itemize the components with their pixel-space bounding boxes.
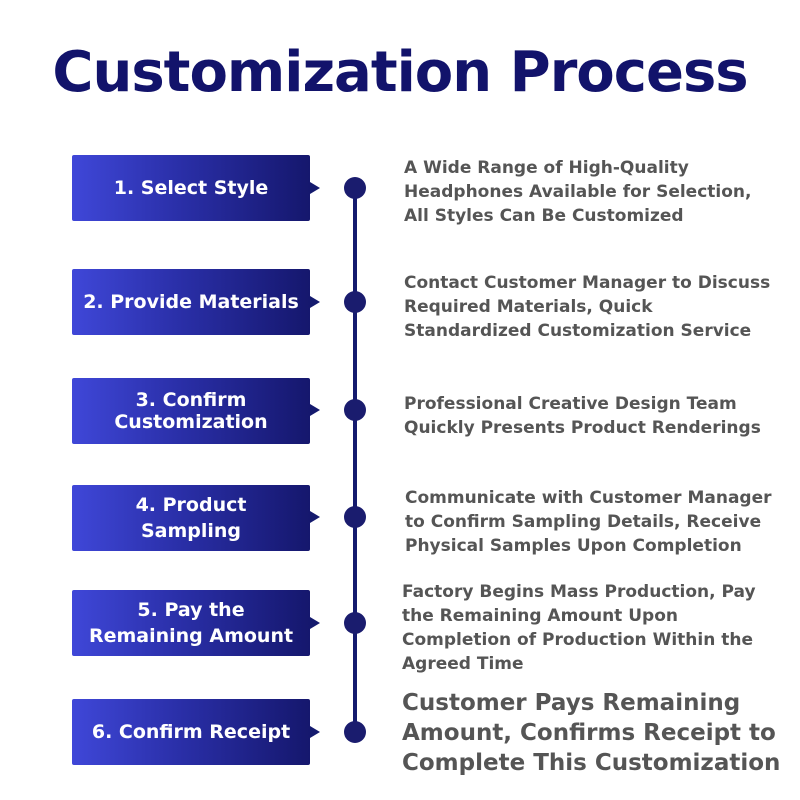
timeline-line xyxy=(353,188,357,734)
step-5-label: 5. Pay the Remaining Amount xyxy=(88,599,294,647)
step-5-arrow-icon xyxy=(310,617,320,629)
step-4-arrow-icon xyxy=(310,511,320,523)
step-2-label: 2. Provide Materials xyxy=(83,291,299,313)
step-5-description: Factory Begins Mass Production, Pay the … xyxy=(402,582,756,674)
step-6-box: 6. Confirm Receipt xyxy=(72,699,310,765)
step-1-description: A Wide Range of High-Quality Headphones … xyxy=(404,158,752,226)
step-3-box: 3. Confirm Customization xyxy=(72,378,310,444)
step-4-label: 4. Product Sampling xyxy=(135,494,247,542)
step-2-arrow-icon xyxy=(310,296,320,308)
step-1-box: 1. Select Style xyxy=(72,155,310,221)
step-3-description: Professional Creative Design Team Quickl… xyxy=(404,394,761,438)
step-2-box: 2. Provide Materials xyxy=(72,269,310,335)
page-title: Customization Process xyxy=(52,40,748,105)
step-2-node xyxy=(344,291,366,313)
step-4-box: 4. Product Sampling xyxy=(72,485,310,551)
step-3-arrow-icon xyxy=(310,404,320,416)
step-4-description: Communicate with Customer Manager to Con… xyxy=(405,488,772,556)
step-1-label: 1. Select Style xyxy=(113,177,269,199)
step-5-node xyxy=(344,612,366,634)
step-5-box: 5. Pay the Remaining Amount xyxy=(72,590,310,656)
step-6-node xyxy=(344,721,366,743)
step-6-description: Customer Pays Remaining Amount, Confirms… xyxy=(402,690,781,776)
step-2-description: Contact Customer Manager to Discuss Requ… xyxy=(404,273,771,341)
step-6-arrow-icon xyxy=(310,726,320,738)
step-3-node xyxy=(344,399,366,421)
step-1-arrow-icon xyxy=(310,182,320,194)
step-3-label: 3. Confirm Customization xyxy=(114,389,268,433)
step-4-node xyxy=(344,506,366,528)
step-1-node xyxy=(344,177,366,199)
step-6-label: 6. Confirm Receipt xyxy=(91,721,291,743)
